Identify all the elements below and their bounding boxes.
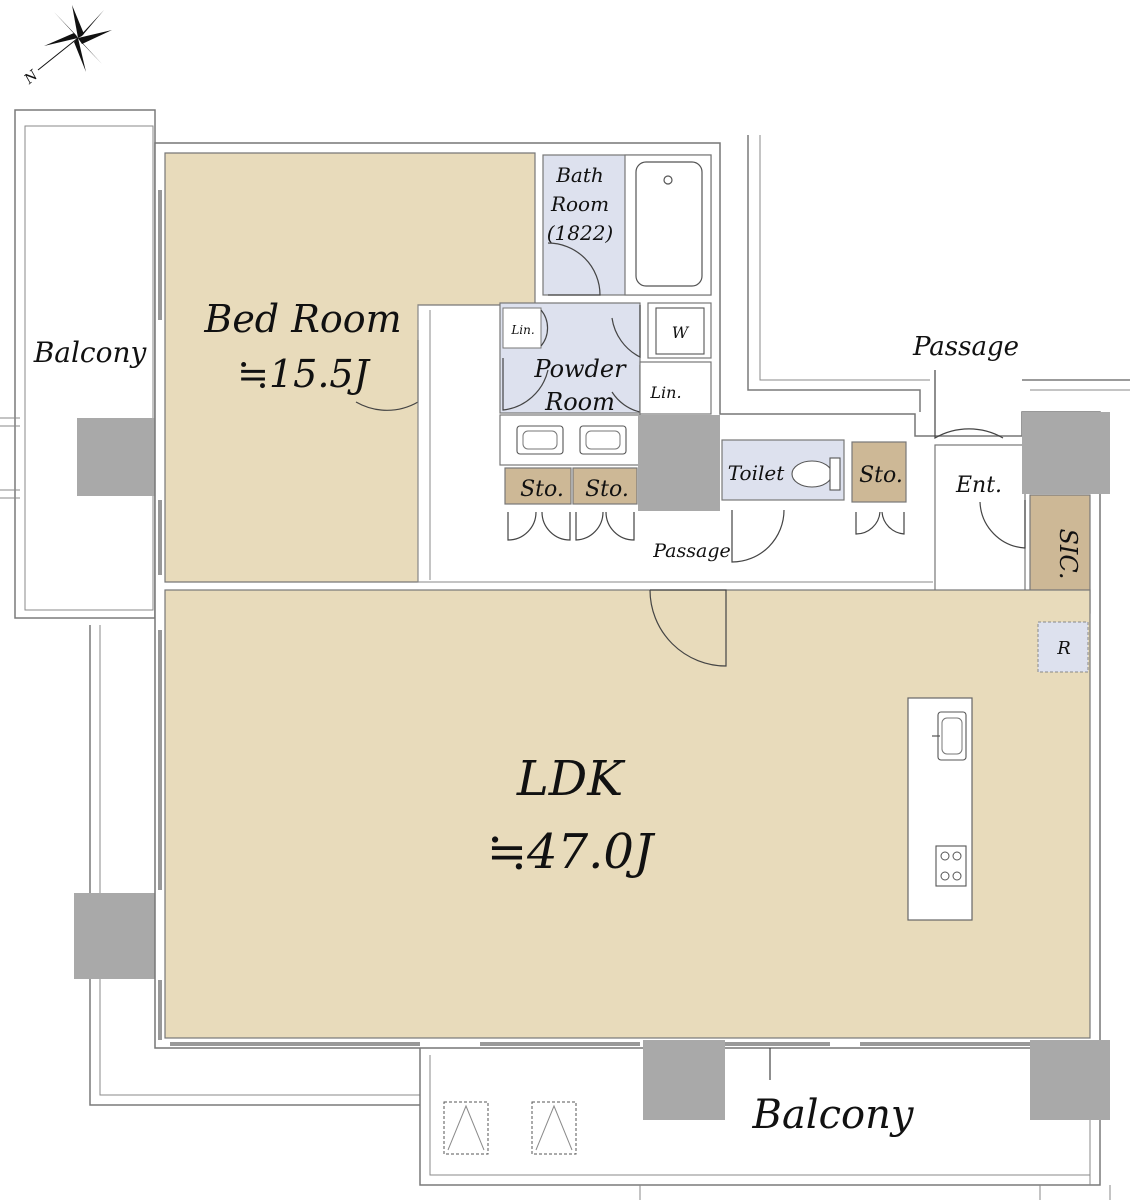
door-swing-icon xyxy=(540,309,549,347)
kitchen-island xyxy=(907,697,973,921)
passage-outer-label: Passage xyxy=(912,332,1019,362)
washer-space: W xyxy=(647,302,712,359)
door-swing-icon xyxy=(547,242,601,296)
toilet-room: Toilet xyxy=(721,439,845,563)
sink-icon xyxy=(516,425,564,455)
door-swing-icon xyxy=(355,340,419,411)
refrigerator-label: R xyxy=(1056,638,1071,659)
sink-icon xyxy=(932,711,967,761)
passage-inner-label: Passage xyxy=(652,540,731,562)
linen-small-label: Lin. xyxy=(510,323,534,337)
storage-3-label: Sto. xyxy=(859,463,903,488)
bath-label-line1: Bath xyxy=(555,163,604,187)
stove-icon xyxy=(935,845,967,887)
air-conditioner-icon xyxy=(531,1101,577,1155)
entrance: Ent. xyxy=(934,412,1110,614)
door-swing-icon xyxy=(934,370,1004,440)
door-swing-icon xyxy=(649,589,727,667)
compass-rose-icon: N xyxy=(21,5,112,88)
powder-room: Lin. Powder Room xyxy=(499,302,641,466)
bath-label-line2: Room xyxy=(550,192,609,216)
toilet-icon xyxy=(791,457,841,491)
passage-outer: Passage xyxy=(747,135,1130,440)
balcony-west-label: Balcony xyxy=(33,336,148,369)
entrance-label: Ent. xyxy=(955,473,1002,498)
storage-closets: Sto. Sto. xyxy=(504,467,638,541)
sink-icon xyxy=(579,425,627,455)
linen-label: Lin. xyxy=(649,383,681,402)
bath-label-line3: (1822) xyxy=(547,221,614,245)
powder-label-line1: Powder xyxy=(533,355,627,383)
passage-inner: Passage xyxy=(417,305,933,583)
refrigerator-space: R xyxy=(1037,621,1089,673)
door-swing-icon xyxy=(979,500,1026,549)
washer-icon xyxy=(655,307,705,355)
balcony-south: Balcony xyxy=(419,1040,1111,1200)
door-swing-icon xyxy=(731,509,785,563)
ldk-name: LDK xyxy=(516,751,626,807)
bedroom-name: Bed Room xyxy=(203,297,401,341)
wall-column xyxy=(638,415,720,511)
bedroom: Bed Room ≒15.5J xyxy=(164,152,536,583)
linen-closet: Lin. xyxy=(639,361,712,415)
powder-label-line2: Room xyxy=(544,388,615,416)
storage-2-label: Sto. xyxy=(585,477,629,502)
toilet-label: Toilet xyxy=(728,461,785,485)
balcony-southwest xyxy=(74,625,420,1106)
bathtub-icon xyxy=(635,161,703,287)
storage-1-label: Sto. xyxy=(520,477,564,502)
storage-3: Sto. xyxy=(851,441,907,535)
ldk-area: ≒47.0J xyxy=(487,824,656,880)
shoe-closet-label: SIC. xyxy=(1054,528,1082,579)
bathroom: Bath Room (1822) xyxy=(542,154,712,296)
air-conditioner-icon xyxy=(443,1101,489,1155)
bedroom-area: ≒15.5J xyxy=(237,352,370,396)
washer-label: W xyxy=(672,323,690,342)
balcony-south-label: Balcony xyxy=(752,1092,915,1138)
balcony-west xyxy=(0,109,157,619)
